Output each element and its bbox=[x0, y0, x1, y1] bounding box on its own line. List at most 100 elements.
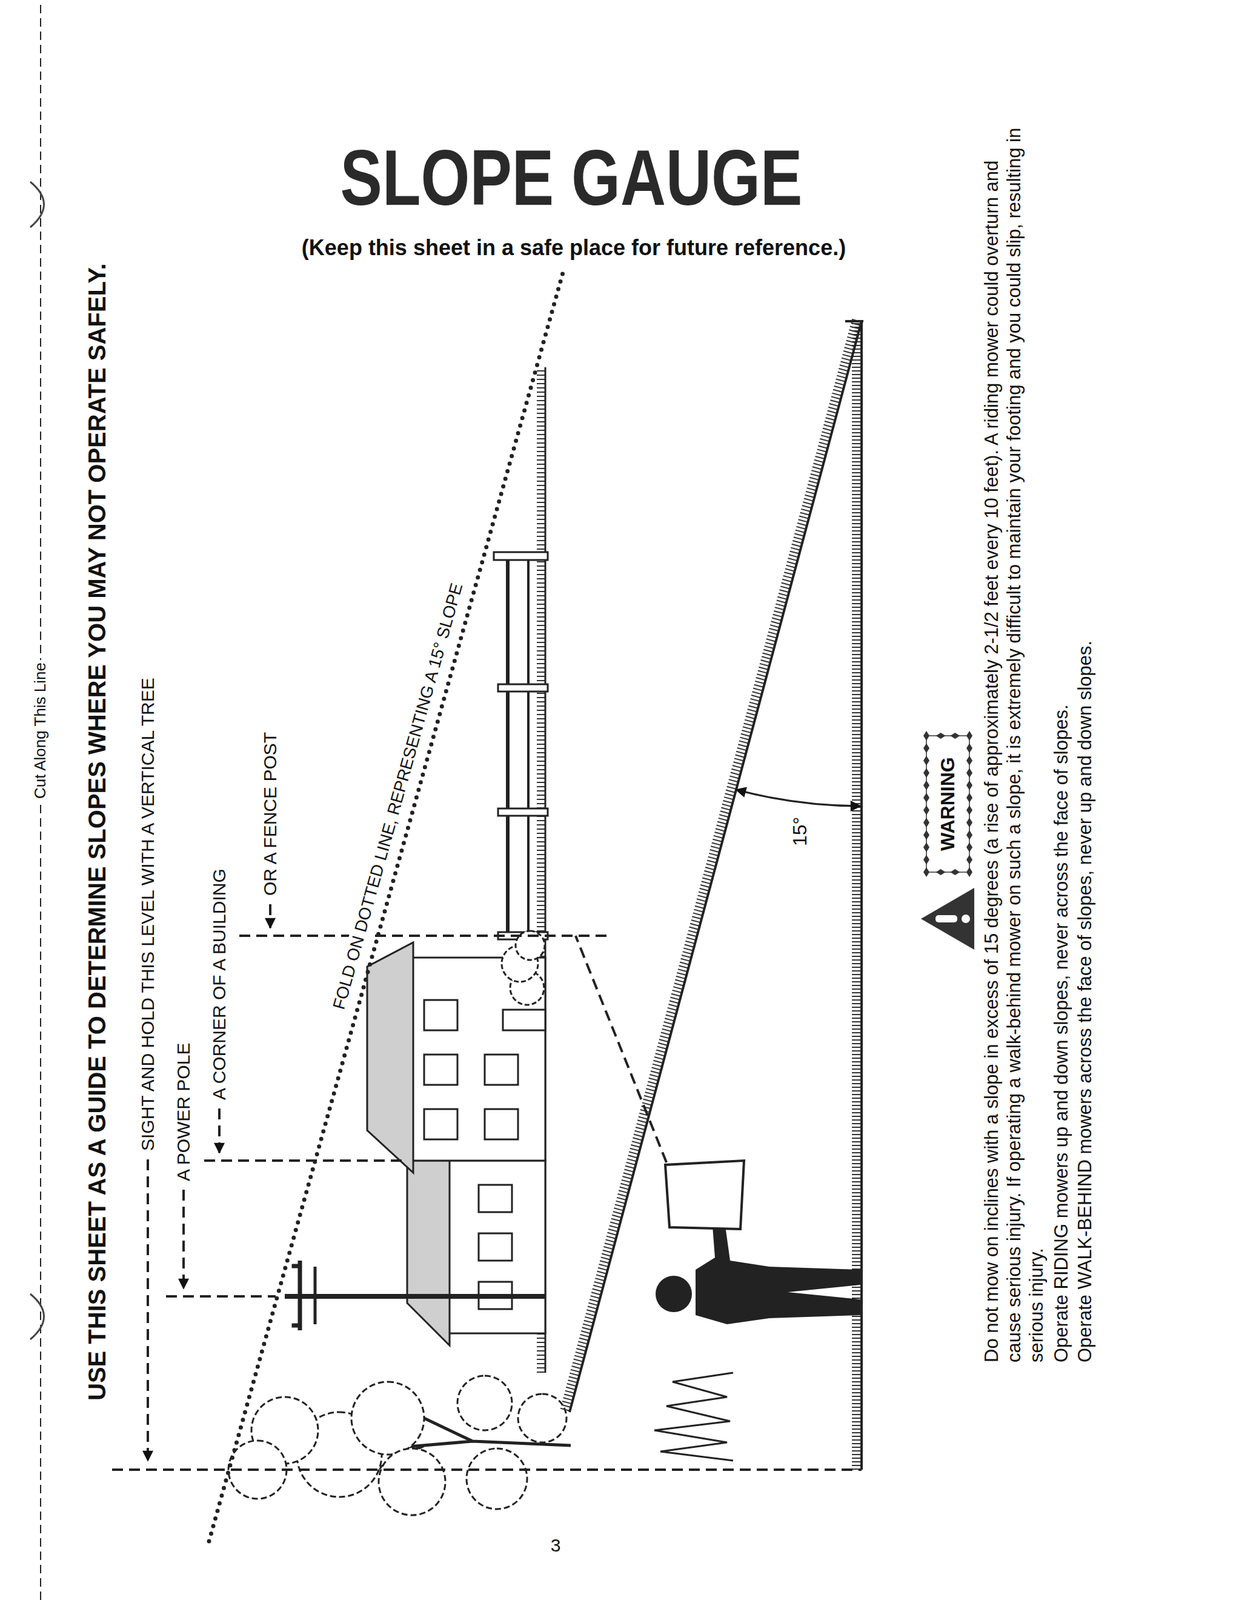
cut-instruction: Cut Along This Line bbox=[31, 659, 50, 801]
warning-symbol bbox=[920, 887, 975, 950]
sight-line bbox=[575, 935, 667, 1163]
diamond-border bbox=[926, 735, 970, 872]
power-pole bbox=[298, 1260, 303, 1330]
ground-and-slope bbox=[564, 319, 864, 1470]
warning-symbol bbox=[961, 914, 971, 923]
subtitle: (Keep this sheet in a safe place for fut… bbox=[210, 235, 938, 260]
diamond-border bbox=[923, 792, 930, 803]
warning-symbol bbox=[935, 914, 958, 923]
diamond-border bbox=[966, 805, 973, 815]
diamond-border bbox=[923, 854, 930, 865]
house bbox=[412, 957, 546, 1161]
guide-arrows bbox=[239, 934, 612, 937]
diamond-border bbox=[923, 842, 930, 852]
power-pole bbox=[284, 1293, 546, 1299]
guide-arrows bbox=[146, 1159, 150, 1461]
diamond-border bbox=[966, 742, 973, 753]
guide-arrows bbox=[112, 1468, 862, 1471]
diamond-border bbox=[936, 732, 946, 739]
diamond-border bbox=[966, 792, 973, 803]
warning-text: Do not mow on inclines with a slope in e… bbox=[980, 119, 1048, 1363]
house bbox=[478, 1232, 512, 1261]
bushes bbox=[654, 1372, 734, 1461]
sheet-heading: USE THIS SHEET AS A GUIDE TO DETERMINE S… bbox=[83, 260, 111, 1403]
punch-marks bbox=[30, 1293, 45, 1339]
tree bbox=[466, 1448, 528, 1509]
diamond-border bbox=[936, 868, 946, 875]
guide-label: OR A FENCE POST bbox=[259, 729, 282, 898]
diamond-border bbox=[966, 767, 973, 778]
warning-box: WARNING bbox=[920, 730, 975, 878]
diamond-border bbox=[923, 867, 930, 877]
house bbox=[367, 930, 546, 1346]
guide-arrows bbox=[182, 1189, 185, 1289]
angle-label: 15° bbox=[788, 814, 812, 849]
diamond-border bbox=[950, 868, 960, 875]
house bbox=[424, 1108, 458, 1140]
diamond-border bbox=[923, 767, 930, 778]
diamond-border bbox=[923, 805, 930, 815]
operating-rule: Operate RIDING mowers up and down slopes… bbox=[1049, 119, 1073, 1363]
fence bbox=[498, 684, 548, 692]
diamond-border bbox=[966, 830, 973, 840]
ground-and-slope bbox=[860, 321, 863, 1470]
punch-marks bbox=[30, 181, 45, 228]
power-pole bbox=[284, 1260, 546, 1330]
person-with-gauge bbox=[665, 1160, 745, 1229]
ground-and-slope bbox=[569, 321, 862, 1412]
guide-label: A POWER POLE bbox=[173, 1040, 195, 1184]
house bbox=[407, 1160, 450, 1346]
fence bbox=[527, 556, 530, 936]
page-title: SLOPE GAUGE bbox=[328, 138, 814, 217]
diamond-border bbox=[966, 755, 973, 766]
tree bbox=[518, 1393, 567, 1442]
fence bbox=[493, 551, 548, 560]
diamond-border bbox=[966, 730, 973, 741]
diamond-border bbox=[923, 742, 930, 753]
house bbox=[367, 942, 414, 1173]
diamond-border bbox=[966, 867, 973, 877]
tree bbox=[228, 1375, 571, 1515]
house bbox=[424, 1054, 458, 1085]
ground-and-slope bbox=[845, 319, 864, 323]
operating-rule: Operate WALK-BEHIND mowers across the fa… bbox=[1073, 119, 1097, 1363]
guide-arrows bbox=[269, 903, 272, 928]
fold-line bbox=[209, 272, 563, 1541]
tree bbox=[378, 1448, 446, 1515]
person-with-gauge bbox=[655, 1275, 692, 1312]
fold-line-label: FOLD ON DOTTED LINE, REPRESENTING A 15° … bbox=[328, 578, 468, 1014]
angle-arc bbox=[736, 789, 861, 806]
diamond-border bbox=[923, 830, 930, 840]
power-pole bbox=[292, 1263, 300, 1268]
page-number: 3 bbox=[537, 1534, 574, 1556]
diamond-border bbox=[966, 854, 973, 865]
diamond-border bbox=[923, 780, 930, 791]
guide-arrows bbox=[218, 1108, 221, 1153]
diamond-border bbox=[950, 732, 960, 739]
diamond-border bbox=[966, 817, 973, 828]
warning-text-block: Do not mow on inclines with a slope in e… bbox=[980, 119, 1097, 1363]
warning-symbol bbox=[920, 887, 975, 950]
fold-line bbox=[209, 272, 563, 1541]
diamond-border bbox=[923, 730, 930, 741]
sight-line bbox=[575, 935, 667, 1163]
person-with-gauge bbox=[695, 1216, 861, 1324]
guide-label: A CORNER OF A BUILDING bbox=[209, 865, 231, 1103]
house bbox=[478, 1184, 512, 1212]
power-pole bbox=[313, 1266, 317, 1324]
angle-arc bbox=[736, 789, 861, 806]
guide-label: SIGHT AND HOLD THIS LEVEL WITH A VERTICA… bbox=[137, 674, 159, 1153]
fence bbox=[498, 808, 548, 816]
guide-arrows bbox=[166, 1294, 276, 1298]
fence bbox=[493, 551, 548, 940]
diamond-border bbox=[923, 817, 930, 828]
house bbox=[502, 1009, 546, 1030]
person-with-gauge bbox=[655, 1160, 861, 1324]
tree bbox=[457, 1375, 512, 1430]
power-pole bbox=[292, 1323, 300, 1327]
house bbox=[484, 1108, 519, 1140]
warning-word: WARNING bbox=[936, 756, 960, 851]
fence bbox=[505, 556, 510, 936]
ground-and-slope bbox=[564, 319, 857, 1411]
